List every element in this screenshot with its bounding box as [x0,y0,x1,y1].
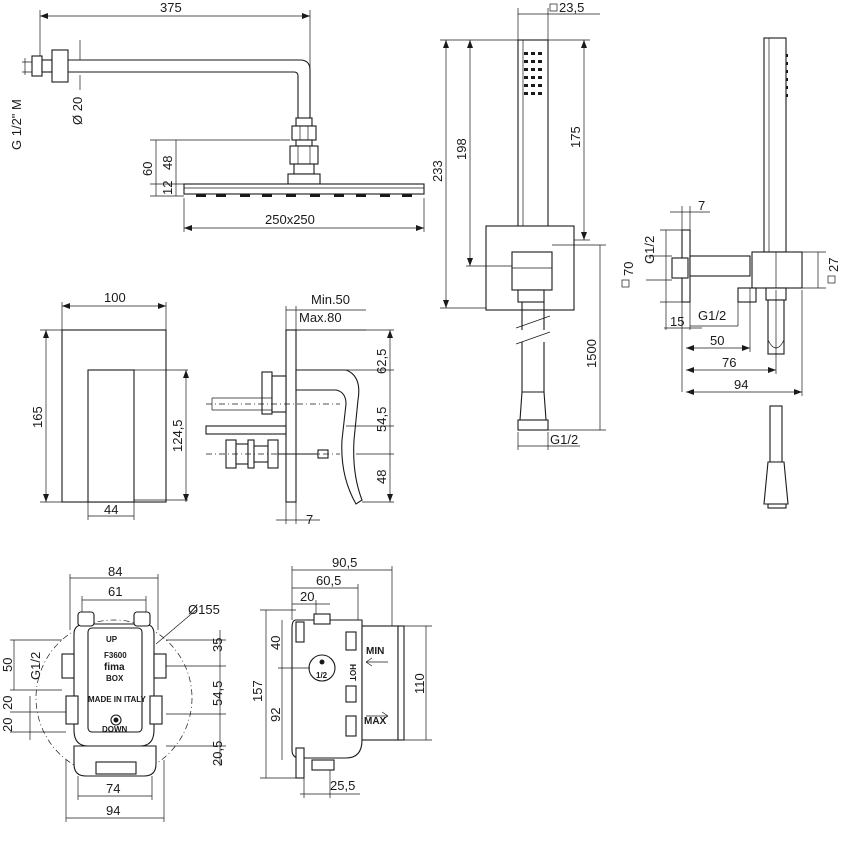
dim-thread-left: G 1/2" M [9,99,24,150]
dim-hand-23-5: 23,5 [559,0,584,15]
dim-plate-44: 44 [104,502,118,517]
dim-holder-g12-bottom: G1/2 [698,308,726,323]
builtin-box-front-view: UP F3600 fima BOX MADE IN ITALY DOWN 84 … [0,564,226,822]
dim-head-size: 250x250 [265,212,315,227]
dim-holder-g12-top: G1/2 [642,236,657,264]
dim-holder-50: 50 [710,333,724,348]
mixer-side-view: Min.50 Max.80 62,5 54,5 48 7 [205,292,394,527]
dim-rbox-92: 92 [268,708,283,722]
dim-hand-233: 233 [430,160,445,182]
dim-holder-94: 94 [734,377,748,392]
mixer-plate-front-view: 100 165 124,5 44 [30,290,189,520]
dim-arm-diameter: Ø 20 [70,97,85,125]
dim-holder-76: 76 [722,355,736,370]
rbox-label-min: MIN [366,646,384,657]
dim-rbox-110: 110 [412,673,427,694]
dim-box-g12: G1/2 [28,652,43,680]
box-label-brand: fima [104,662,125,673]
box-label-model: F3600 [104,651,127,660]
dim-head-60: 60 [140,162,155,176]
dim-box-20-5: 20,5 [210,741,225,766]
hand-shower-front-view: 23,5 233 [430,0,606,450]
dim-plate-100: 100 [104,290,126,305]
dim-rbox-90-5: 90,5 [332,555,357,570]
rbox-label-half: 1/2 [316,671,328,680]
dim-side-54-5: 54,5 [374,407,389,432]
dim-box-61: 61 [108,584,122,599]
rbox-label-max: MAX [364,716,387,727]
box-label-box: BOX [106,674,124,683]
dim-arm-length: 375 [160,0,182,15]
dim-box-155: Ø155 [188,602,220,617]
dim-holder-7: 7 [698,198,705,213]
dim-rbox-60-5: 60,5 [316,573,341,588]
dim-side-min: Min.50 [311,292,350,307]
dim-box-74: 74 [106,781,120,796]
dim-holder-27: 27 [826,258,841,272]
dim-rbox-20: 20 [300,589,314,604]
dim-side-max: Max.80 [299,310,342,325]
dim-hose-thread: G1/2 [550,432,578,447]
dim-plate-124-5: 124,5 [170,419,185,452]
shower-arm-head-view: 375 G 1/2" M Ø 20 [9,0,425,232]
dim-holder-15: 15 [670,314,684,329]
dim-head-12: 12 [160,181,175,195]
dim-hand-175: 175 [568,126,583,148]
dim-head-48: 48 [160,156,175,170]
dim-box-20b: 20 [0,718,15,732]
dim-box-35: 35 [210,638,225,652]
builtin-box-side-view: 1/2 MIN MAX HOT 90,5 60,5 20 157 40 92 [250,555,432,798]
dim-hose-1500: 1500 [584,339,599,368]
rbox-label-hot: HOT [348,664,357,681]
dim-rbox-40: 40 [268,636,283,650]
dim-box-20a: 20 [0,696,15,710]
dim-box-50: 50 [0,658,15,672]
dim-side-7: 7 [306,512,313,527]
dim-hand-198: 198 [454,138,469,160]
dim-side-48: 48 [374,470,389,484]
dim-rbox-25-5: 25,5 [330,778,355,793]
dim-holder-70: 70 [621,262,636,276]
dim-rbox-157: 157 [250,680,265,702]
dim-box-94: 94 [106,803,120,818]
holder-side-view: 7 G1/2 70 27 15 G1/2 50 76 [621,37,841,509]
box-label-up: UP [106,635,118,644]
dim-box-84: 84 [108,564,122,579]
dim-box-54-5: 54,5 [210,681,225,706]
box-label-down: DOWN [102,725,128,734]
box-label-made: MADE IN ITALY [88,695,146,704]
dim-plate-165: 165 [30,406,45,428]
dim-side-62-5: 62,5 [374,349,389,374]
